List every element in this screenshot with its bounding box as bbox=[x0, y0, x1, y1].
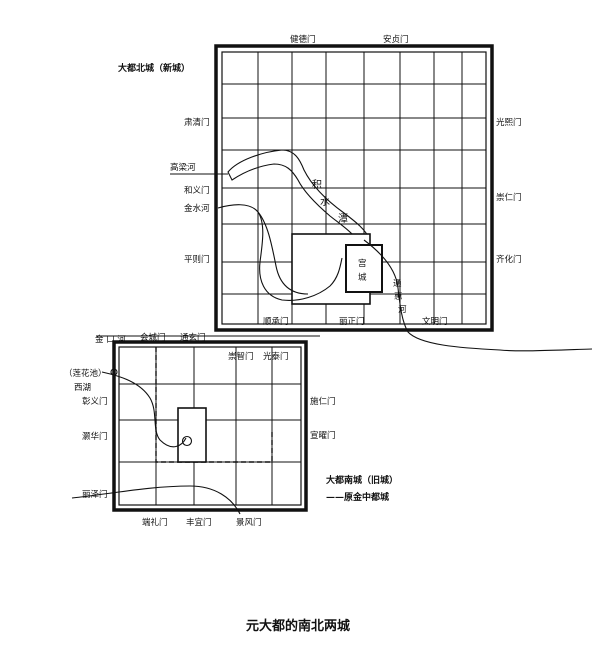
north-city-gates: 健德门 安贞门 肃清门 和义门 平则门 光熙门 崇仁门 齐化门 顺承门 丽正门 … bbox=[184, 34, 522, 327]
gate-wenming: 文明门 bbox=[422, 316, 448, 327]
south-city-name: 大都南城（旧城） bbox=[326, 474, 398, 486]
palace-pond bbox=[181, 435, 193, 447]
north-city-outer-wall bbox=[214, 44, 494, 332]
jinshui-river-label: 金水河 bbox=[184, 203, 210, 214]
gate-shuncheng: 顺承门 bbox=[263, 316, 289, 327]
jishuitan-label-2: 水 bbox=[320, 196, 330, 208]
gate-huicheng: 会城门 bbox=[140, 332, 166, 343]
old-imperial-city-outline bbox=[155, 347, 273, 463]
south-city-canal bbox=[71, 485, 241, 515]
tonghui-label-2: 惠 bbox=[394, 291, 403, 302]
lianhuachi-pond bbox=[110, 368, 118, 376]
jinshui-river bbox=[217, 204, 343, 301]
gate-qihua: 齐化门 bbox=[496, 254, 522, 265]
gate-heyi: 和义门 bbox=[184, 185, 210, 196]
tonghui-canal bbox=[363, 239, 593, 352]
jishuitan-lake bbox=[227, 149, 371, 244]
map-title: 元大都的南北两城 bbox=[246, 618, 350, 634]
xihu-label: 西湖 bbox=[74, 383, 91, 393]
jishuitan-label-1: 积 bbox=[312, 179, 322, 191]
gate-guangtai: 光泰门 bbox=[263, 351, 289, 362]
old-palace-wall bbox=[177, 407, 207, 463]
south-city bbox=[71, 335, 320, 515]
jinkou-river-label: 金 口 河 bbox=[95, 334, 126, 345]
gate-tongxuan: 通玄门 bbox=[180, 332, 206, 343]
gate-lizheng: 丽正门 bbox=[339, 316, 365, 327]
palace-label-2: 城 bbox=[358, 273, 367, 283]
gate-haohua: 灏华门 bbox=[82, 431, 108, 442]
gate-xuanyao: 宣曜门 bbox=[310, 430, 336, 441]
lianhuachi-stream bbox=[101, 371, 187, 448]
tonghui-label-3: 河 bbox=[398, 304, 407, 315]
gate-chongzhi: 崇智门 bbox=[228, 351, 254, 362]
jishuitan-label-3: 潭 bbox=[338, 213, 348, 225]
gate-chongren: 崇仁门 bbox=[496, 192, 522, 203]
gate-suqing: 肃清门 bbox=[184, 117, 210, 128]
lianhuachi-label: （莲花池） bbox=[64, 368, 107, 379]
gate-duanli: 端礼门 bbox=[142, 517, 168, 528]
gate-anzhen: 安贞门 bbox=[383, 34, 409, 45]
gate-zhangyi: 彰义门 bbox=[82, 396, 108, 407]
south-city-street-grid bbox=[119, 347, 301, 505]
south-city-gates: 会城门 通玄门 崇智门 光泰门 彰义门 灏华门 丽泽门 施仁门 宣曜门 端礼门 … bbox=[82, 332, 336, 528]
gate-guangxi: 光熙门 bbox=[496, 117, 522, 128]
gate-pingze: 平则门 bbox=[184, 254, 210, 265]
palace-label-1: 宫 bbox=[358, 258, 367, 269]
gate-jiande: 健德门 bbox=[290, 34, 316, 45]
north-city bbox=[170, 44, 593, 352]
gate-shiren: 施仁门 bbox=[310, 396, 336, 407]
tonghui-label-1: 通 bbox=[393, 278, 402, 289]
south-city-legend: ——原金中都城 bbox=[326, 491, 389, 503]
gate-lize: 丽泽门 bbox=[82, 489, 108, 500]
gate-jingfeng: 景风门 bbox=[236, 517, 262, 528]
north-city-name: 大都北城（新城） bbox=[118, 62, 190, 74]
south-city-outer-wall bbox=[112, 340, 308, 512]
gaoliang-river-label: 高梁河 bbox=[170, 162, 196, 173]
south-city-inner-wall bbox=[118, 346, 302, 506]
jinshui-river-branch bbox=[257, 211, 309, 295]
gate-fengyi: 丰宜门 bbox=[186, 517, 212, 528]
palace-wall bbox=[345, 244, 383, 293]
